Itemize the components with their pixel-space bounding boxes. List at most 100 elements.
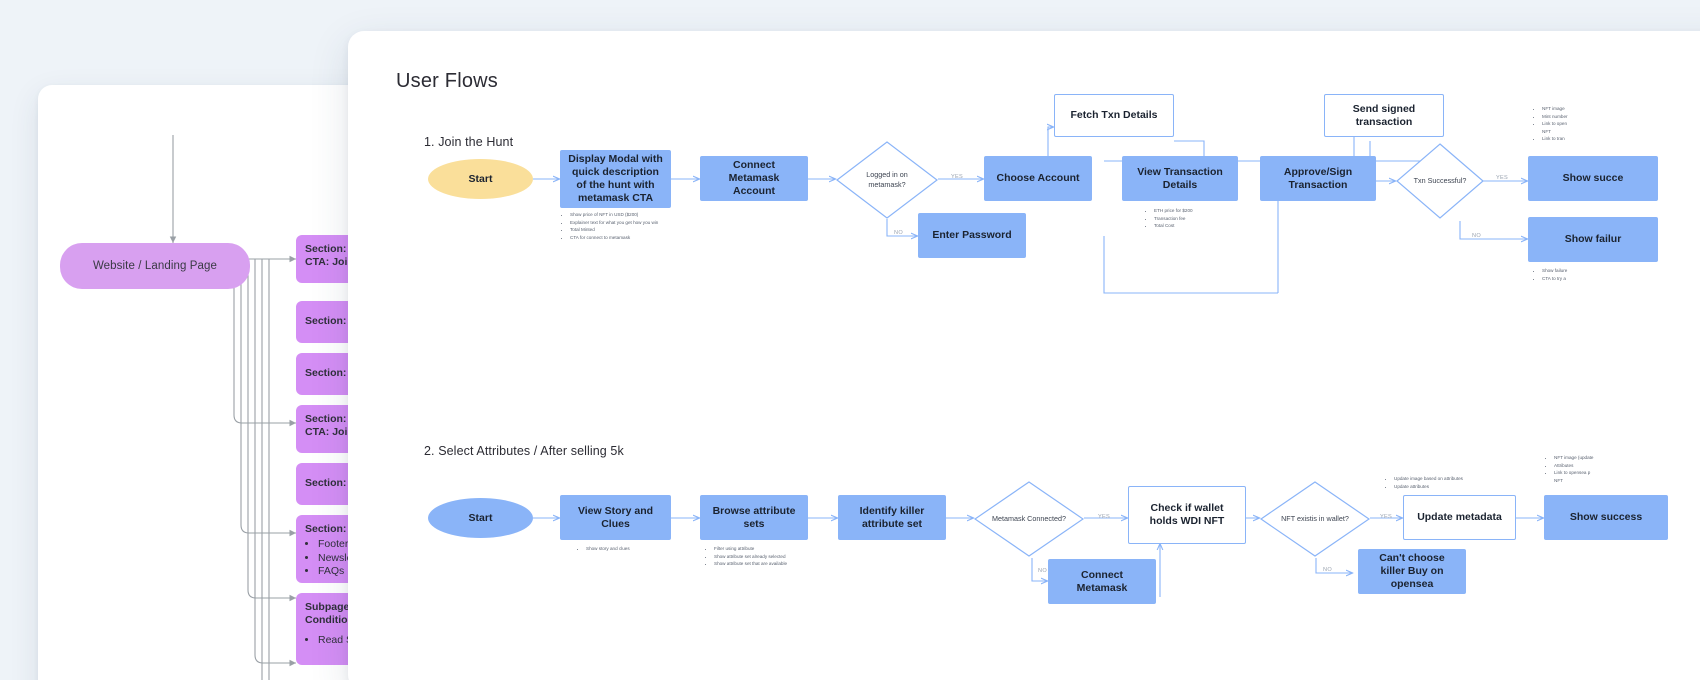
note-item: Show failure xyxy=(1542,267,1646,275)
flow-1-node-send-signed-transaction[interactable]: Send signed transaction xyxy=(1324,94,1444,137)
flow-1-note-success: NFT image Mint number Link to open NFT L… xyxy=(1536,105,1646,143)
flow-2-node-update-metadata[interactable]: Update metadata xyxy=(1403,495,1516,540)
flow-1-node-approve-sign-transaction[interactable]: Approve/Sign Transaction xyxy=(1260,156,1376,201)
flow-2-node-cant-choose-killer[interactable]: Can't choose killer Buy on opensea xyxy=(1358,549,1466,594)
sitemap-root-label: Website / Landing Page xyxy=(92,260,218,272)
note-item: Update image based on attributes xyxy=(1394,475,1503,483)
flow-1-note-failure: Show failure CTA to try a xyxy=(1536,267,1646,282)
node-label: Fetch Txn Details xyxy=(1070,109,1158,122)
note-item: Mint number xyxy=(1542,113,1646,121)
flow-2-node-check-wallet-holds-wdi-nft[interactable]: Check if wallet holds WDI NFT xyxy=(1128,486,1246,544)
footer-bullet: FAQs xyxy=(318,565,467,578)
flow-1-node-display-modal[interactable]: Display Modal with quick description of … xyxy=(560,150,671,208)
user-flows-card: User Flows xyxy=(348,31,1700,680)
flow-1-node-connect-metamask-account[interactable]: Connect Metamask Account xyxy=(700,156,808,201)
flow-2-node-nft-exists-decision[interactable]: NFT existis in wallet? xyxy=(1260,481,1370,557)
node-label: Show succe xyxy=(1562,172,1624,185)
note-item: NFT image xyxy=(1542,105,1646,113)
flow-2-node-view-story-and-clues[interactable]: View Story and Clues xyxy=(560,495,671,540)
node-label: Start xyxy=(468,172,493,185)
flow-2-note-story: Show story and clues xyxy=(580,545,680,553)
flow-1-edge-label-yes-1: YES xyxy=(951,174,964,180)
note-item: Attributes xyxy=(1554,462,1663,470)
flow-1-note-modal: Show price of NFT in USD ($200) Explaine… xyxy=(564,211,674,241)
flow-2-node-browse-attribute-sets[interactable]: Browse attribute sets xyxy=(700,495,808,540)
node-label: Metamask Connected? xyxy=(992,514,1066,524)
diamond-shape xyxy=(974,481,1084,557)
flow-2-note-browse: Filter using attribute Show attribute se… xyxy=(708,545,818,568)
note-item: ETH price for $200 xyxy=(1154,207,1248,215)
diamond-shape xyxy=(1396,143,1484,219)
node-label: Start xyxy=(468,511,493,524)
note-item: Link to open xyxy=(1542,120,1646,128)
note-item: NFT xyxy=(1554,477,1563,483)
note-item: Total Cost xyxy=(1154,222,1248,230)
note-item: Link to opensea p xyxy=(1554,469,1663,477)
flow-2-node-show-success[interactable]: Show success xyxy=(1544,495,1668,540)
flow-2-node-start[interactable]: Start xyxy=(428,498,533,538)
diamond-shape xyxy=(1260,481,1370,557)
flow-connectors xyxy=(533,31,1700,597)
note-item: Link to tran xyxy=(1542,135,1646,143)
sitemap-connectors xyxy=(169,135,296,680)
note-item: Transaction fee xyxy=(1154,215,1248,223)
node-label: Check if wallet holds WDI NFT xyxy=(1149,502,1225,527)
flow-2-edge-label-no-1: NO xyxy=(1038,568,1047,574)
flow-1-node-start[interactable]: Start xyxy=(428,159,533,199)
flow-1-node-show-success[interactable]: Show succe xyxy=(1528,156,1658,201)
flow-2-note-success: NFT image (update Attributes Link to ope… xyxy=(1548,454,1663,484)
node-label: Display Modal with quick description of … xyxy=(568,153,663,204)
sitemap-root-node[interactable]: Website / Landing Page xyxy=(60,243,250,289)
node-label: Show success xyxy=(1569,511,1643,524)
flow-2-note-update-metadata: Update image based on attributes Update … xyxy=(1388,475,1503,490)
flow-2-node-connect-metamask[interactable]: Connect Metamask xyxy=(1048,559,1156,604)
note-item: Update attributes xyxy=(1394,483,1503,491)
node-label: Approve/Sign Transaction xyxy=(1283,165,1353,191)
flow-1-node-choose-account[interactable]: Choose Account xyxy=(984,156,1092,201)
node-label: Enter Password xyxy=(932,229,1012,242)
flow-2-node-metamask-connected-decision[interactable]: Metamask Connected? xyxy=(974,481,1084,557)
node-label: Logged in on metamask? xyxy=(866,170,908,189)
flow-2-edge-label-yes-1: YES xyxy=(1098,514,1111,520)
note-item: Show price of NFT in USD ($200) xyxy=(570,211,674,219)
note-item: Explainer text for what you get how you … xyxy=(570,219,674,227)
node-label: Connect Metamask Account xyxy=(728,159,780,197)
note-item: Show story and clues xyxy=(586,545,680,553)
node-label: Can't choose killer Buy on opensea xyxy=(1379,552,1445,590)
node-label: Update metadata xyxy=(1417,511,1502,524)
note-item: Show attribute set that are available xyxy=(714,560,818,568)
node-label: View Story and Clues xyxy=(577,504,654,530)
note-item: Total Minted xyxy=(570,226,674,234)
flow-2-heading: 2. Select Attributes / After selling 5k xyxy=(424,444,624,458)
flow-1-node-fetch-txn-details[interactable]: Fetch Txn Details xyxy=(1054,94,1174,137)
note-item: CTA to try a xyxy=(1542,275,1646,283)
node-label: Choose Account xyxy=(996,172,1080,185)
node-label: Connect Metamask xyxy=(1076,568,1128,594)
flow-1-edge-label-yes-2: YES xyxy=(1496,175,1509,181)
note-item: Show attribute set already selected xyxy=(714,553,818,561)
flow-2-edge-label-no-2: NO xyxy=(1323,567,1332,573)
flow-1-node-show-failure[interactable]: Show failur xyxy=(1528,217,1658,262)
page-title: User Flows xyxy=(396,70,499,92)
note-item: CTA for connect to metamask xyxy=(570,234,674,242)
flow-1-node-view-transaction-details[interactable]: View Transaction Details xyxy=(1122,156,1238,201)
flow-2-node-identify-killer-attribute-set[interactable]: Identify killer attribute set xyxy=(838,495,946,540)
note-item: Filter using attribute xyxy=(714,545,818,553)
diamond-shape xyxy=(836,141,938,219)
note-item: NFT xyxy=(1542,128,1551,134)
flow-1-edge-label-no-2: NO xyxy=(1472,233,1481,239)
flow-1-node-logged-in-decision[interactable]: Logged in on metamask? xyxy=(836,141,938,219)
node-label: Send signed transaction xyxy=(1352,102,1416,128)
flow-1-node-txn-successful-decision[interactable]: Txn Successful? xyxy=(1396,143,1484,219)
node-label: View Transaction Details xyxy=(1137,165,1223,191)
node-label: Identify killer attribute set xyxy=(859,504,925,530)
flow-1-heading: 1. Join the Hunt xyxy=(424,135,514,149)
node-label: Browse attribute sets xyxy=(712,504,796,530)
node-label: Txn Successful? xyxy=(1413,176,1467,186)
flow-1-node-enter-password[interactable]: Enter Password xyxy=(918,213,1026,258)
node-label: Show failur xyxy=(1564,233,1622,246)
node-label: NFT existis in wallet? xyxy=(1281,514,1349,524)
flow-1-edge-label-no-1: NO xyxy=(894,230,903,236)
flow-1-note-txn-details: ETH price for $200 Transaction fee Total… xyxy=(1148,207,1248,230)
